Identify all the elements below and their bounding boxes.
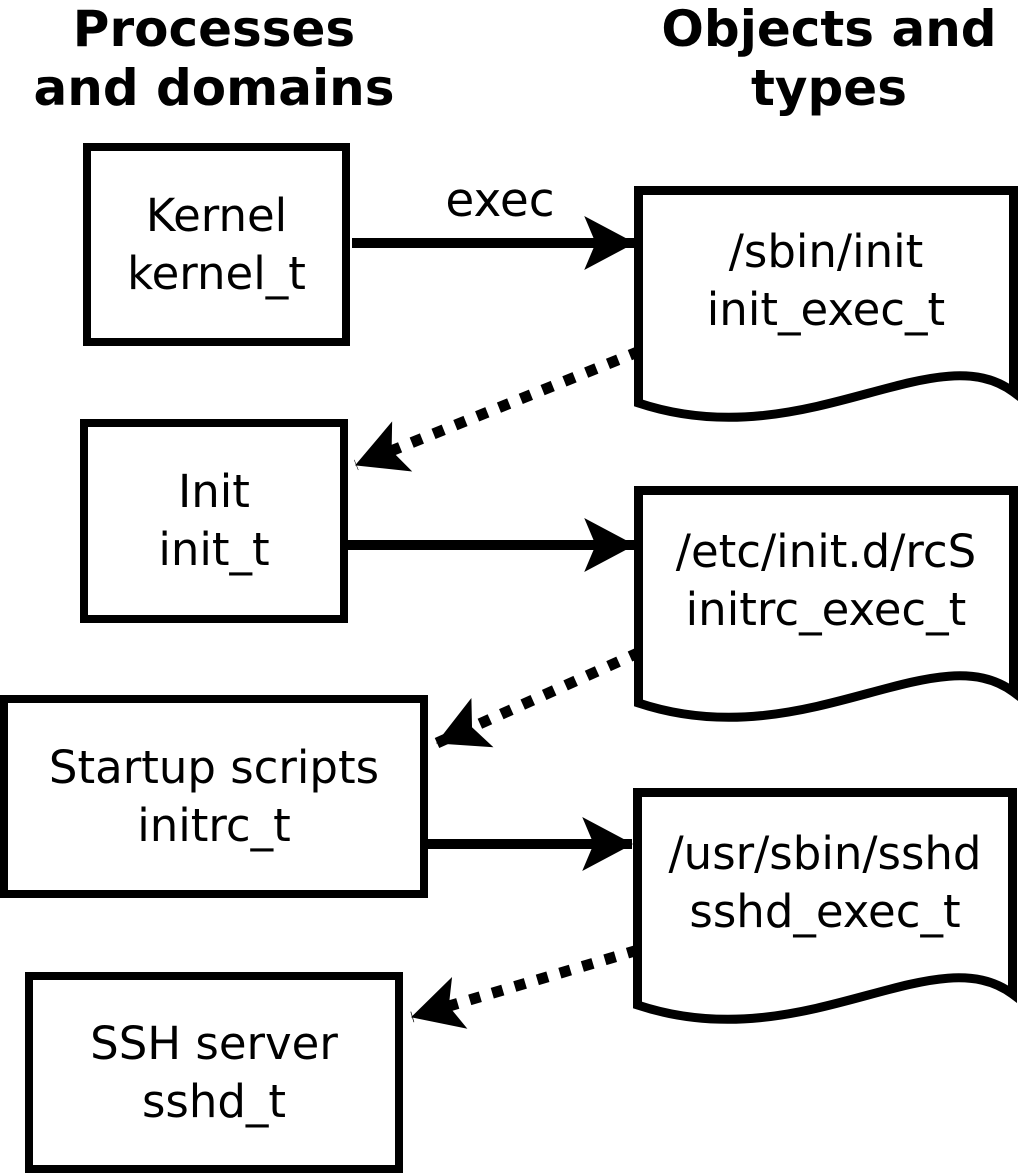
header-line: Processes [72,0,356,58]
process-node-ssh-server: SSH server sshd_t [25,972,403,1173]
process-node-init: Init init_t [80,419,348,623]
object-text: /etc/init.d/rcS initrc_exec_t [634,523,1018,639]
object-path: /sbin/init [728,225,924,278]
process-name: Kernel [145,188,288,242]
process-domain: sshd_t [141,1074,287,1128]
process-domain: kernel_t [127,246,306,300]
transition-arrow-initrc-exec-to-initrc [434,646,643,749]
object-type: init_exec_t [706,283,946,336]
header-line: and domains [33,59,395,117]
process-node-startup-scripts: Startup scripts initrc_t [0,695,428,898]
transition-arrow-sshd-exec-to-sshd [410,944,640,1029]
process-name: Startup scripts [48,740,380,794]
object-node-initrc-exec: /etc/init.d/rcS initrc_exec_t [634,486,1018,736]
object-path: /etc/init.d/rcS [675,525,977,578]
column-header-processes: Processes and domains [28,0,400,118]
document-shape-icon [634,486,1018,722]
document-shape-icon [634,186,1018,422]
process-name: Init [178,465,250,518]
object-text: /sbin/init init_exec_t [634,223,1018,339]
process-domain: init_t [158,523,270,576]
object-text: /usr/sbin/sshd sshd_exec_t [633,825,1017,941]
process-node-kernel: Kernel kernel_t [83,143,350,346]
exec-arrow-label: exec [445,173,555,228]
object-node-sshd-exec: /usr/sbin/sshd sshd_exec_t [633,788,1017,1038]
object-path: /usr/sbin/sshd [668,827,982,880]
object-type: initrc_exec_t [685,583,967,636]
transition-arrow-init-exec-to-init [353,345,643,472]
header-line: types [751,59,907,117]
object-node-init-exec: /sbin/init init_exec_t [634,186,1018,436]
document-shape-icon [633,788,1017,1024]
object-type: sshd_exec_t [689,885,961,938]
process-domain: initrc_t [137,798,291,852]
process-name: SSH server [90,1016,338,1070]
header-line: Objects and [661,0,997,58]
column-header-objects: Objects and types [638,0,1020,118]
